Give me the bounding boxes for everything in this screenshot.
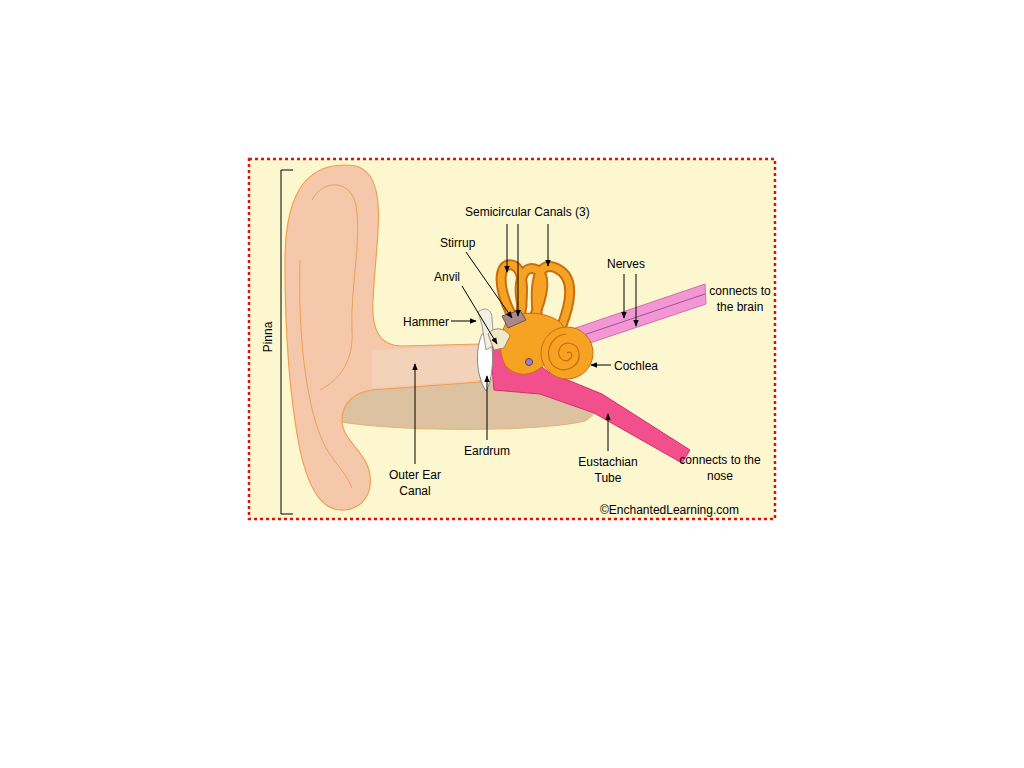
part-label: Eardrum xyxy=(464,443,510,459)
part-label: Eustachian Tube xyxy=(570,454,646,486)
note-label: connects to the nose xyxy=(678,452,762,484)
watermark: ©EnchantedLearning.com xyxy=(600,502,739,518)
part-label: Hammer xyxy=(403,314,449,330)
note-label: connects to the brain xyxy=(708,283,772,315)
pinna-fold xyxy=(300,260,352,488)
part-label: Nerves xyxy=(607,256,645,272)
anvil xyxy=(488,329,510,350)
leader-lines xyxy=(415,224,636,464)
pinna-fold xyxy=(312,185,358,390)
ear-canal xyxy=(372,346,480,388)
pinna xyxy=(285,165,480,510)
part-label: Cochlea xyxy=(614,358,658,374)
stirrup xyxy=(502,310,526,328)
round-window xyxy=(526,359,533,366)
frame xyxy=(249,159,775,519)
cochlea xyxy=(541,327,593,379)
part-label: Stirrup xyxy=(440,235,475,251)
part-label: Anvil xyxy=(434,269,460,285)
part-label: Outer Ear Canal xyxy=(383,467,447,499)
pinna-label: Pinna xyxy=(260,322,276,353)
part-label: Semicircular Canals (3) xyxy=(465,204,590,220)
cochlea-spiral xyxy=(548,334,579,370)
